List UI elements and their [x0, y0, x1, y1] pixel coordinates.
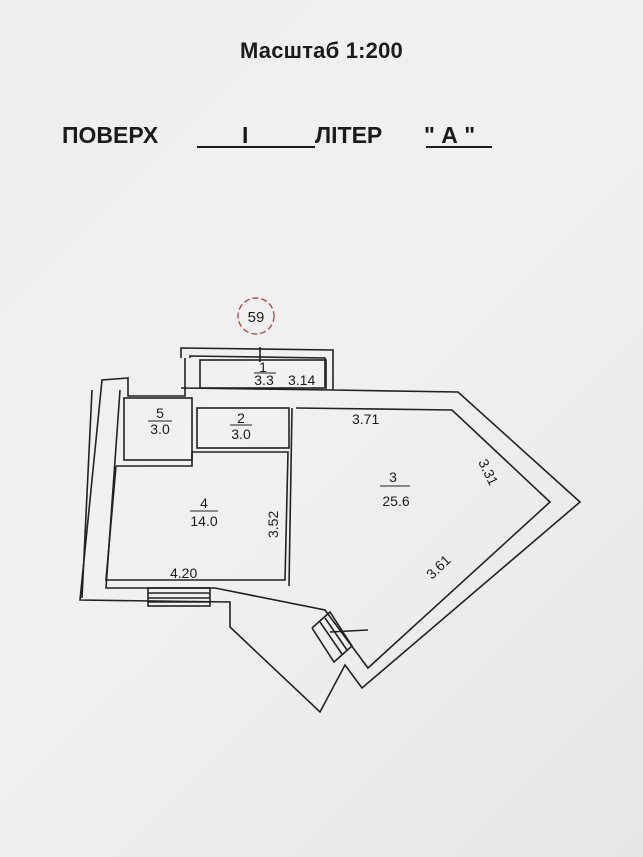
floor-value: I	[242, 122, 249, 148]
room-5-number: 5	[156, 405, 164, 421]
inner-wall	[189, 355, 326, 387]
inner-wall-main	[105, 389, 552, 670]
dim-room3-top: 3.71	[352, 411, 379, 427]
room-1-number: 1	[259, 359, 267, 375]
dim-room4-width: 4.20	[170, 565, 197, 581]
letter-value: " А "	[424, 122, 476, 148]
balcony-mark	[329, 629, 369, 633]
balcony-window	[311, 610, 354, 664]
partition-wall	[288, 407, 293, 587]
dim-room4-height: 3.52	[265, 511, 281, 538]
floor-underline	[197, 146, 315, 148]
letter-underline	[426, 146, 492, 148]
room-2-outline	[196, 407, 290, 449]
apartment-number-circle	[237, 297, 275, 335]
room-1-area: 3.3	[254, 372, 274, 388]
left-wall-line	[81, 389, 93, 599]
letter-label: ЛІТЕР	[315, 122, 383, 148]
dim-room3-diagonal-bottom: 3.61	[423, 552, 454, 583]
floor-label: ПОВЕРХ	[62, 122, 159, 148]
window-bottom	[147, 587, 211, 607]
plan-walls	[79, 347, 582, 714]
room-4-area: 14.0	[190, 513, 217, 529]
room-4-outline	[105, 451, 289, 581]
room-3-number: 3	[389, 469, 397, 485]
room-2-area: 3.0	[231, 426, 251, 442]
room-1-bottom-wall	[180, 387, 334, 391]
apartment-number: 59	[248, 309, 265, 326]
dim-room1-width: 3.14	[288, 372, 315, 388]
dim-room3-diagonal-top: 3.31	[475, 456, 501, 488]
room-4-number: 4	[200, 495, 208, 511]
outer-wall	[79, 347, 582, 714]
floor-letter-line: ПОВЕРХ I ЛІТЕР " А "	[62, 122, 582, 156]
room-5-area: 3.0	[150, 421, 170, 437]
room-3-area: 25.6	[382, 493, 409, 509]
scale-label: Масштаб 1:200	[240, 38, 403, 63]
room-5-outline	[123, 397, 193, 461]
room-2-number: 2	[237, 410, 245, 426]
room-1-outline	[199, 359, 327, 389]
